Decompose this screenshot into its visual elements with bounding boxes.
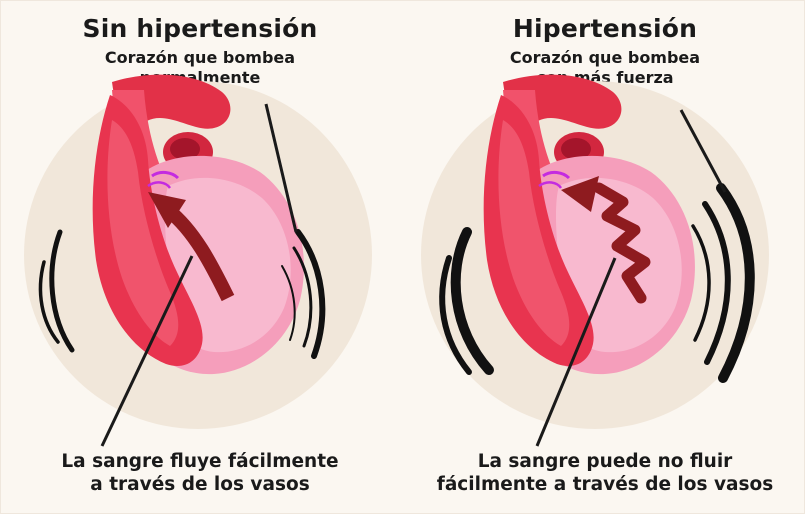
pointer-lines <box>100 103 298 447</box>
panel-title: Sin hipertensión <box>82 14 318 43</box>
pointer-subtitle <box>264 103 298 233</box>
turbulent-flow-arrow <box>561 176 651 304</box>
hypertensive-heart-illustration <box>421 74 769 447</box>
pointer-subtitle <box>679 109 727 193</box>
pointer-caption <box>535 257 617 447</box>
pointer-caption <box>100 255 194 447</box>
panel-caption: La sangre puede no fluir fácilmente a tr… <box>405 450 805 496</box>
caption-line-2: fácilmente a través de los vasos <box>436 474 774 495</box>
motion-lines <box>439 183 755 383</box>
panel-with-hypertension: Hipertensión Corazón que bombea con más … <box>405 0 805 514</box>
motion-lines <box>38 229 326 359</box>
panel-title: Hipertensión <box>512 14 698 43</box>
panel-caption: La sangre fluye fácilmente a través de l… <box>0 450 400 496</box>
caption-line-2: a través de los vasos <box>90 474 310 495</box>
subtitle-line-1: Corazón que bombea <box>104 48 296 67</box>
heart <box>483 74 695 375</box>
subtitle-line-1: Corazón que bombea <box>509 48 701 67</box>
normal-heart-illustration <box>24 74 372 447</box>
caption-line-1: La sangre fluye fácilmente <box>61 451 339 472</box>
pointer-lines <box>535 109 727 447</box>
heart <box>92 74 304 375</box>
panel-without-hypertension: Sin hipertensión Corazón que bombea norm… <box>0 0 400 514</box>
caption-line-1: La sangre puede no fluir <box>477 451 733 472</box>
blood-flow-arrow <box>148 192 235 302</box>
